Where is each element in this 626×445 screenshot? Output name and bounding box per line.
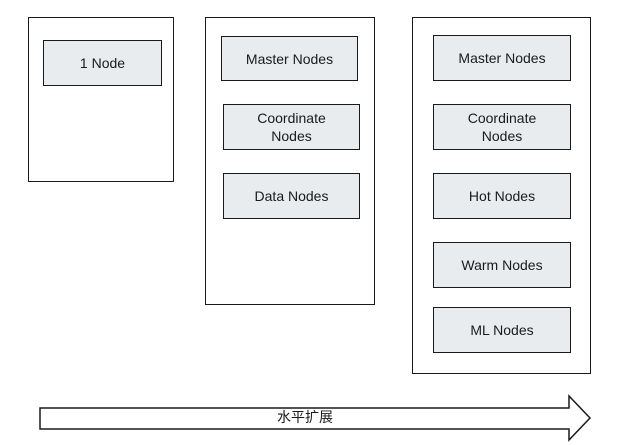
ml-nodes-box: ML Nodes [433, 307, 571, 353]
arrow-label: 水平扩展 [277, 410, 333, 426]
arrow-shape [39, 394, 592, 442]
warm-nodes-box: Warm Nodes [433, 242, 571, 288]
coordinate-nodes-box: Coordinate Nodes [223, 104, 360, 150]
master-nodes-box: Master Nodes [221, 36, 358, 81]
master-nodes-box: Master Nodes [433, 35, 571, 81]
hot-nodes-box: Hot Nodes [433, 173, 571, 219]
data-nodes-box: Data Nodes [223, 173, 360, 219]
coordinate-nodes-box: Coordinate Nodes [433, 104, 571, 150]
node-box: 1 Node [43, 40, 162, 86]
